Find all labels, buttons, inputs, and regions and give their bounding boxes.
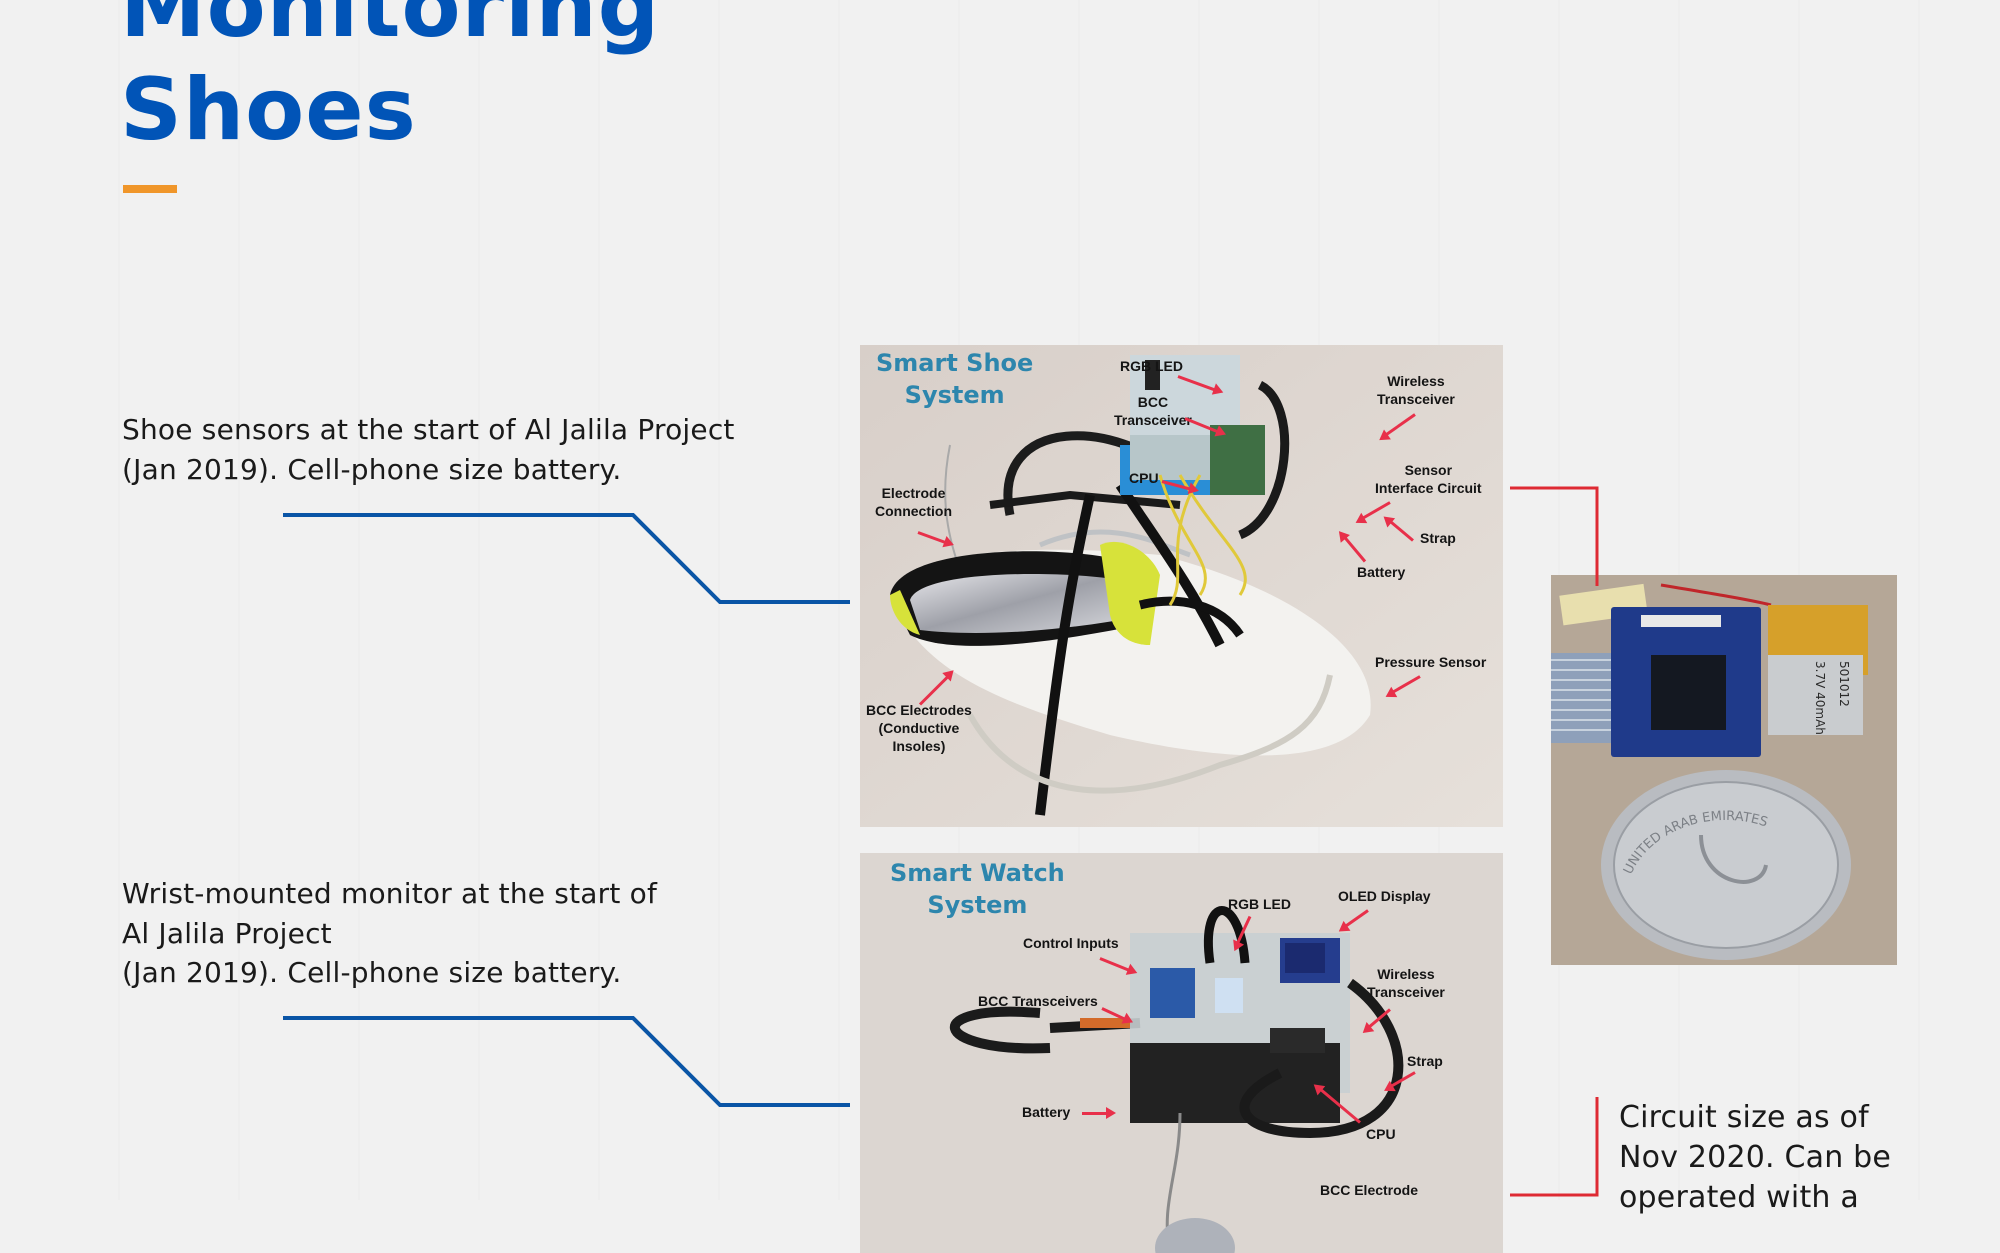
label-text: RGB LED	[1228, 896, 1291, 912]
label-text: Wireless	[1387, 373, 1445, 389]
label-text: BCC Electrode	[1320, 1182, 1419, 1198]
label-text: Control Inputs	[1023, 935, 1119, 951]
smart-watch-photo: Smart Watch System RGB LED OLED Display …	[860, 853, 1503, 1253]
label-control-inputs: Control Inputs	[1023, 934, 1119, 952]
caption-line: Nov 2020. Can be	[1619, 1140, 1892, 1175]
page-title: Monitoring Shoes	[120, 0, 660, 162]
battery-label-text: 501012	[1837, 661, 1851, 707]
label-wireless-transceiver: Wireless Transceiver	[1377, 372, 1455, 408]
circuit-photo: UNITED ARAB EMIRATES 501012 3.7V 40mAh	[1551, 575, 1897, 965]
battery-label-text: 3.7V 40mAh	[1813, 661, 1827, 735]
photo-title-line: System	[904, 381, 1005, 409]
label-sensor-interface-circuit: Sensor Interface Circuit	[1375, 461, 1482, 497]
connector-circuit-caption	[1510, 1097, 1599, 1197]
label-bcc-transceivers: BCC Transceivers	[978, 992, 1098, 1010]
label-rgb-led: RGB LED	[1120, 357, 1183, 375]
label-battery: Battery	[1357, 563, 1405, 581]
caption-line: Circuit size as of	[1619, 1100, 1869, 1135]
label-text: Battery	[1357, 564, 1406, 580]
arrow-icon	[1082, 1107, 1116, 1119]
smart-shoe-photo: Smart Shoe System RGB LED BCC Transceive…	[860, 345, 1503, 827]
photo-title-line: Smart Watch	[890, 859, 1065, 887]
label-text: RGB LED	[1120, 358, 1183, 374]
label-text: CPU	[1129, 470, 1159, 486]
label-text: CPU	[1366, 1126, 1396, 1142]
title-accent-bar	[123, 185, 177, 193]
title-line-1: Monitoring	[120, 0, 661, 57]
label-text: (Conductive	[878, 720, 960, 736]
smart-shoe-title: Smart Shoe System	[876, 347, 1033, 411]
watch-photo-illustration	[860, 853, 1503, 1253]
label-text: OLED Display	[1338, 888, 1431, 904]
label-wireless-transceiver: Wireless Transceiver	[1367, 965, 1445, 1001]
label-rgb-led: RGB LED	[1228, 895, 1291, 913]
label-cpu: CPU	[1366, 1125, 1396, 1143]
label-strap: Strap	[1420, 529, 1456, 547]
caption-line: Shoe sensors at the start of Al Jalila P…	[122, 413, 735, 446]
label-text: Transceiver	[1367, 984, 1445, 1000]
caption-line: operated with a	[1619, 1180, 1859, 1215]
label-text: Insoles)	[892, 738, 946, 754]
label-bcc-electrodes: BCC Electrodes (Conductive Insoles)	[866, 701, 972, 755]
label-text: Transceiver	[1114, 412, 1192, 428]
title-line-2: Shoes	[120, 60, 417, 160]
label-text: BCC	[1137, 394, 1169, 410]
smart-watch-title: Smart Watch System	[890, 857, 1065, 921]
label-pressure-sensor: Pressure Sensor	[1375, 653, 1486, 671]
label-text: Electrode	[881, 485, 946, 501]
circuit-photo-illustration: UNITED ARAB EMIRATES	[1551, 575, 1897, 965]
label-text: Wireless	[1377, 966, 1435, 982]
label-battery: Battery	[1022, 1103, 1070, 1121]
label-text: BCC Electrodes	[866, 702, 972, 718]
caption-line: Wrist-mounted monitor at the start of	[122, 877, 658, 910]
label-bcc-transceiver: BCC Transceiver	[1114, 393, 1192, 429]
label-oled-display: OLED Display	[1338, 887, 1431, 905]
caption-line: (Jan 2019). Cell-phone size battery.	[122, 956, 622, 989]
label-cpu: CPU	[1129, 469, 1159, 487]
label-text: BCC Transceivers	[978, 993, 1098, 1009]
label-text: Transceiver	[1377, 391, 1455, 407]
caption-shoe-sensors: Shoe sensors at the start of Al Jalila P…	[122, 410, 735, 489]
label-strap: Strap	[1407, 1052, 1443, 1070]
connector-watch-caption	[283, 1016, 850, 1107]
label-text: Battery	[1022, 1104, 1071, 1120]
label-text: Interface Circuit	[1375, 480, 1482, 496]
caption-line: (Jan 2019). Cell-phone size battery.	[122, 452, 622, 486]
label-text: Strap	[1420, 530, 1456, 546]
label-text: Pressure Sensor	[1375, 654, 1487, 670]
label-electrode-connection: Electrode Connection	[875, 484, 952, 520]
caption-wrist-monitor: Wrist-mounted monitor at the start of Al…	[122, 874, 657, 993]
label-text: Sensor	[1404, 462, 1453, 478]
connector-shoe-caption	[283, 513, 850, 604]
label-text: Connection	[875, 503, 952, 519]
caption-line: Al Jalila Project	[122, 916, 332, 950]
label-text: Strap	[1407, 1053, 1443, 1069]
caption-circuit-size: Circuit size as of Nov 2020. Can be oper…	[1619, 1098, 1891, 1218]
connector-shoe-to-circuit	[1510, 486, 1599, 586]
photo-title-line: System	[927, 891, 1028, 919]
photo-title-line: Smart Shoe	[876, 349, 1034, 377]
label-bcc-electrode: BCC Electrode	[1320, 1181, 1418, 1199]
